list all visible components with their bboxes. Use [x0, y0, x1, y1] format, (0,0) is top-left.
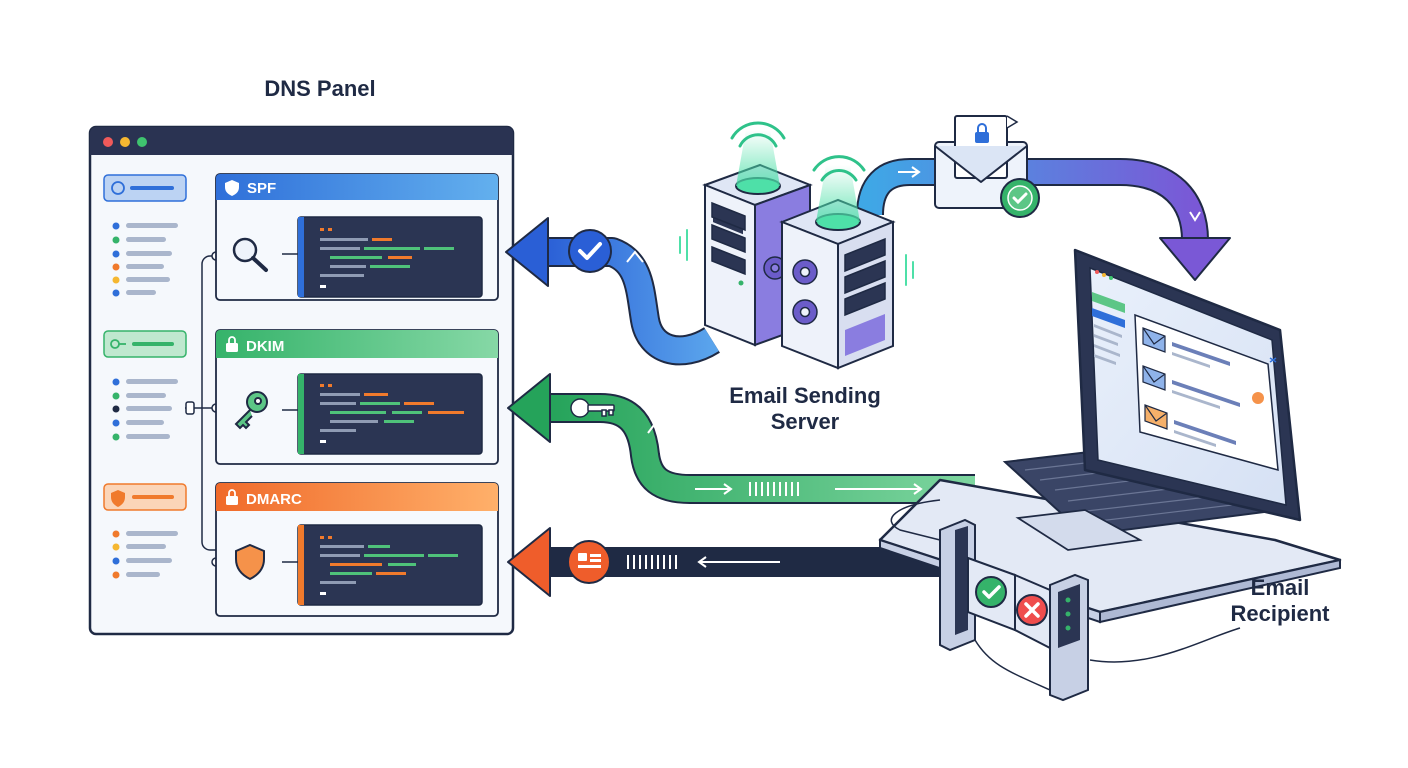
recipient-label: Email Recipient	[1200, 575, 1360, 627]
gear-icon	[792, 259, 818, 325]
window-maximize-dot	[137, 137, 147, 147]
key-icon	[234, 391, 268, 430]
lock-icon	[226, 336, 238, 352]
email-delivery-arrow	[856, 158, 1231, 281]
server-label-line2: Server	[770, 409, 840, 434]
verified-seal-icon	[1000, 178, 1040, 218]
laptop-touchpad	[1015, 509, 1143, 551]
dkim-flow-marks	[695, 482, 923, 496]
email-recipient-laptop	[878, 248, 1342, 624]
magnifier-icon	[232, 237, 268, 272]
recipient-label-line1: Email	[1250, 575, 1310, 600]
dns-panel-title: DNS Panel	[264, 76, 376, 101]
check-badge-icon	[568, 229, 612, 273]
pass-check-icon	[975, 576, 1007, 608]
dns-panel-window: SPF DKIM	[88, 125, 515, 636]
lock-icon	[226, 489, 238, 505]
globe-icon	[111, 181, 125, 195]
recipient-connector-line	[1089, 627, 1241, 663]
fail-x-icon	[1016, 594, 1048, 626]
dkim-code-lines	[320, 384, 464, 443]
key-icon	[110, 339, 126, 349]
dmarc-policy-arrow	[507, 527, 945, 597]
shield-icon	[235, 543, 265, 581]
secure-email-envelope	[934, 115, 1040, 218]
window-minimize-dot	[120, 137, 130, 147]
notification-badge-icon	[1252, 392, 1264, 404]
server-label: Email Sending Server	[700, 383, 910, 435]
email-item-1	[1142, 327, 1230, 368]
sidebar-group-dkim	[103, 330, 187, 441]
server-label-line1: Email Sending	[729, 383, 881, 408]
spf-code-lines	[320, 228, 454, 288]
gate-connector-line	[890, 499, 941, 541]
shield-icon	[225, 180, 239, 196]
spf-record-card: SPF	[215, 173, 499, 301]
key-icon	[570, 398, 615, 418]
sidebar-group-spf	[103, 174, 187, 297]
dkim-lookup-arrow	[507, 373, 975, 504]
dmarc-code-lines	[320, 536, 458, 595]
dkim-record-title: DKIM	[246, 338, 284, 355]
wifi-icon	[730, 121, 786, 148]
lock-icon	[975, 123, 989, 143]
inbox-window	[1092, 270, 1279, 472]
server-unit-front	[679, 155, 914, 370]
shield-icon	[111, 490, 125, 507]
dmarc-flow-marks	[627, 555, 780, 569]
spf-record-title: SPF	[247, 180, 276, 197]
dmarc-record-title: DMARC	[246, 491, 302, 508]
email-item-2	[1142, 365, 1264, 409]
recipient-label-line2: Recipient	[1230, 601, 1330, 626]
sidebar-group-dmarc	[103, 483, 187, 579]
dkim-record-card: DKIM	[215, 329, 499, 465]
email-item-3	[1144, 404, 1236, 447]
wifi-icon	[812, 155, 866, 182]
dmarc-record-card: DMARC	[215, 482, 499, 617]
report-badge-icon	[567, 540, 611, 584]
email-sending-server	[679, 121, 914, 370]
authentication-gate	[939, 518, 1089, 702]
spf-check-arrow	[505, 217, 720, 366]
window-close-dot	[103, 137, 113, 147]
